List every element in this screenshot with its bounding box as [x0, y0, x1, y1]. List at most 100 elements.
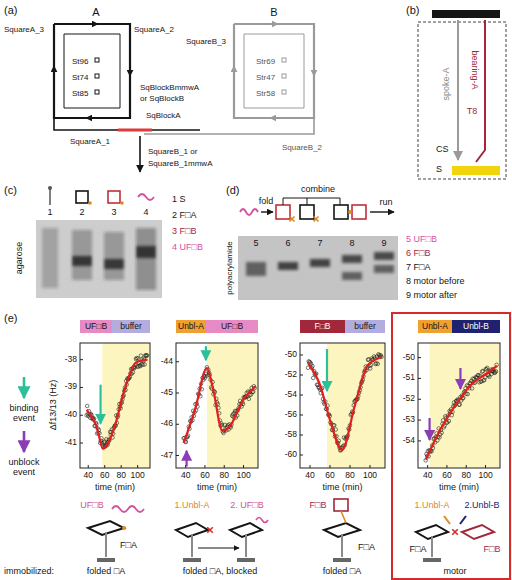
plot-frame	[80, 343, 150, 468]
band-label: Unbl-A	[418, 320, 452, 333]
row-title: immobilized:	[4, 567, 54, 577]
fit-curve	[426, 366, 497, 460]
tick-label: 60	[325, 471, 334, 480]
strand-arrow	[86, 117, 102, 118]
fit-curve	[308, 357, 382, 450]
combine-bracket	[307, 198, 308, 205]
tick-mark	[176, 361, 179, 362]
label-anchor: folded □A	[323, 567, 361, 577]
strand-arrow	[313, 62, 314, 76]
label-anchor: binding event	[1, 404, 47, 424]
panel-letter: (e)	[4, 312, 17, 324]
tick-label: 100	[131, 471, 145, 480]
origami-square-b	[244, 34, 304, 108]
label-anchor: 6	[285, 239, 290, 249]
strand-name: SquareA_1	[70, 138, 110, 147]
pedestal-base	[237, 558, 255, 562]
gel-band	[342, 272, 362, 280]
data-point	[85, 404, 89, 408]
pedestal	[191, 534, 193, 557]
data-point	[145, 354, 149, 358]
tick-mark	[243, 465, 244, 468]
tick-label: -58	[285, 430, 297, 439]
staple-mark	[95, 90, 99, 94]
data-point	[482, 379, 486, 383]
event-arrow	[99, 385, 101, 424]
step-name: combine	[301, 185, 335, 195]
tick-label: -60	[285, 450, 297, 459]
strand-name: SquareB_3	[186, 38, 226, 47]
band-label: buffer	[112, 320, 150, 333]
label-anchor: folded □A	[87, 567, 125, 577]
strand-name: SquareA_3	[4, 26, 44, 35]
tick-mark	[137, 465, 138, 468]
solution-band: UF□B	[80, 320, 112, 333]
tick-label: -40	[65, 411, 77, 420]
tick-mark	[80, 443, 83, 444]
tick-mark	[185, 465, 186, 468]
axis-title: time (min)	[197, 483, 237, 493]
label-anchor: -54	[285, 390, 297, 399]
pedestal	[105, 532, 107, 557]
tick-mark	[418, 399, 421, 400]
label-anchor: -41	[65, 438, 77, 447]
axis-title: time (min)	[95, 483, 135, 493]
tile-name: F□B	[310, 501, 327, 511]
label-anchor: -60	[285, 450, 297, 459]
stage-name: folded □A, blocked	[183, 567, 257, 577]
label-anchor: agarose	[15, 242, 25, 275]
label-anchor: 9	[381, 239, 386, 249]
tick-mark	[418, 378, 421, 379]
tick-label: 40	[423, 471, 432, 480]
lane-number: 2	[79, 208, 84, 218]
lane-key: 4 UF□B	[172, 243, 203, 253]
tick-label: 100	[478, 471, 492, 480]
gel-band	[246, 262, 266, 276]
strand-name: SqBlockA	[146, 112, 181, 121]
label-anchor: SqBlockBmmwA	[140, 84, 199, 93]
tick-label: -52	[285, 370, 297, 379]
square-icon	[276, 205, 290, 219]
solution-band: Unbl-A	[176, 320, 206, 333]
lane-number: 8	[349, 239, 354, 249]
label-anchor: 9 motor after	[406, 291, 457, 301]
tick-label: 80	[220, 471, 229, 480]
lane-number: 9	[381, 239, 386, 249]
strand-arrow	[53, 66, 54, 80]
tick-mark	[104, 465, 105, 468]
label-anchor: 3	[111, 208, 116, 218]
tick-label: 60	[442, 471, 451, 480]
event-key: unblock event	[1, 458, 47, 478]
tick-label: -39	[65, 383, 77, 392]
gel-band	[374, 265, 394, 273]
strand-arrow	[139, 136, 141, 172]
label-anchor: 80	[116, 471, 125, 480]
tick-label: -50	[403, 353, 415, 362]
strand-name: SquareA_2	[134, 26, 174, 35]
event-arrow	[23, 377, 26, 398]
tick-label: -45	[161, 388, 173, 397]
origami-tile	[462, 525, 494, 539]
label-anchor: 1.Unbl-A	[174, 501, 209, 511]
label-anchor: -38	[65, 355, 77, 364]
tile-name: F□B	[484, 545, 501, 555]
data-point	[143, 363, 147, 367]
strand-arrow	[270, 117, 286, 118]
part-name: CS	[436, 145, 449, 155]
pedestal	[431, 536, 433, 557]
strand-name: SqBlockBmmwA	[140, 84, 199, 93]
lane-number: 6	[285, 239, 290, 249]
label-anchor: polyacrylamide	[226, 241, 235, 294]
tick-mark	[176, 393, 179, 394]
label-anchor: SquareA_1	[70, 138, 110, 147]
label-anchor: CS	[436, 145, 449, 155]
label-anchor: F□B	[310, 501, 327, 511]
strand-name: UF□B	[80, 501, 103, 511]
staple-name: St96	[72, 58, 88, 67]
pedestal-base	[423, 558, 441, 562]
staple-mark	[282, 58, 286, 62]
needle-icon	[49, 189, 51, 205]
block-cross	[452, 529, 458, 535]
staple-name: St74	[72, 74, 88, 83]
combine-bracket	[283, 198, 340, 205]
